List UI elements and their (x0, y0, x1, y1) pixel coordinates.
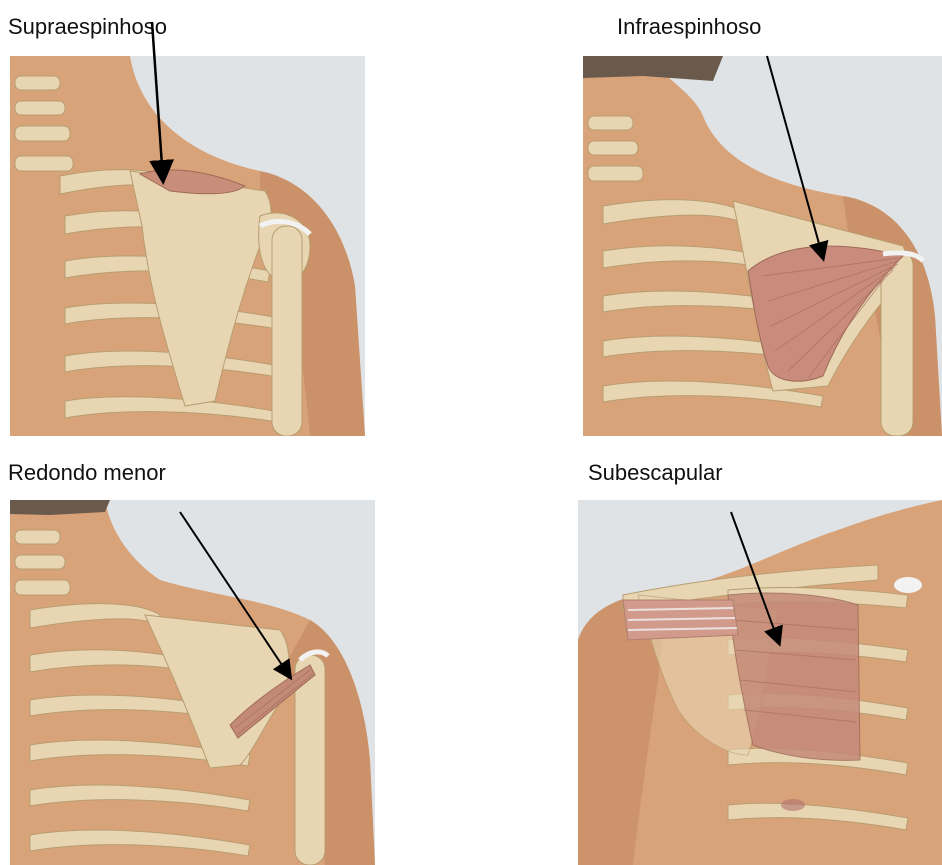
illustration-subescapular (578, 500, 942, 865)
panel-infraespinhoso (583, 56, 942, 436)
illustration-infraespinhoso (583, 56, 942, 436)
panel-subescapular (578, 500, 942, 865)
illustration-supraespinhoso (10, 56, 365, 436)
label-subescapular: Subescapular (588, 460, 723, 486)
illustration-redondo-menor (10, 500, 375, 865)
label-supraespinhoso: Supraespinhoso (8, 14, 167, 40)
panel-redondo-menor (10, 500, 375, 865)
label-infraespinhoso: Infraespinhoso (617, 14, 761, 40)
label-redondo-menor: Redondo menor (8, 460, 166, 486)
panel-supraespinhoso (10, 56, 365, 436)
